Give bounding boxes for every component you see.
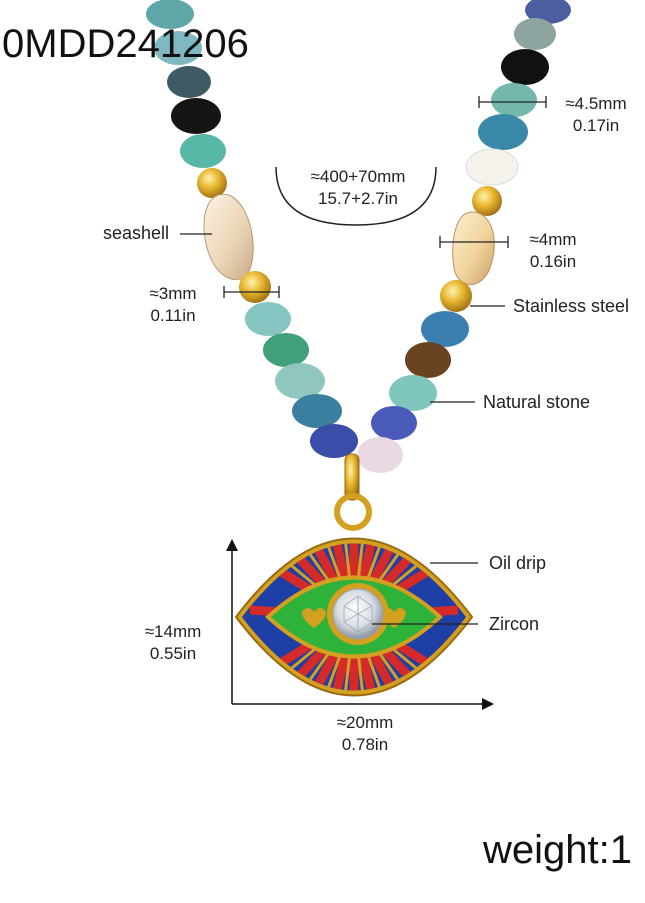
stone-bead (245, 302, 291, 336)
gold-bead (239, 271, 271, 303)
pendant-bail (334, 453, 372, 531)
stone-bead (465, 148, 519, 186)
stone-bead (310, 424, 358, 458)
stone-bead (371, 406, 417, 440)
stone-bead (292, 394, 342, 428)
pendant-height-inch: 0.55in (149, 644, 197, 663)
stone-bead (478, 114, 528, 150)
pendant-height-size: ≈14mm 0.55in (128, 621, 218, 665)
bead-large-inch: 0.17in (572, 116, 620, 135)
bead-large-mm: ≈4.5mm (565, 94, 627, 113)
stone-bead (154, 31, 202, 65)
stone-bead (357, 437, 403, 473)
gold-bead (472, 186, 502, 216)
seashell-bead (203, 193, 254, 281)
stone-bead (180, 134, 226, 168)
stone-bead (514, 18, 556, 50)
stone-bead (405, 342, 451, 378)
label-oil-drip: Oil drip (489, 553, 547, 573)
left-strand (146, 0, 358, 458)
seashell-bead (452, 211, 495, 285)
bead-shell-inch: 0.16in (529, 252, 577, 271)
length-inch: 15.7+2.7in (318, 189, 398, 208)
stone-bead (525, 0, 571, 24)
weight-label: weight:1 (483, 828, 632, 872)
product-code: 0MDD241206 (2, 22, 249, 66)
stone-bead (146, 0, 194, 29)
stone-bead (491, 83, 537, 117)
stone-bead (275, 363, 325, 399)
right-strand (357, 0, 571, 473)
length-arc (275, 166, 437, 226)
stone-bead (167, 66, 211, 98)
label-stainless-steel: Stainless steel (513, 296, 630, 316)
label-seashell: seashell (103, 223, 170, 243)
length-label: ≈400+70mm 15.7+2.7in (288, 166, 428, 210)
bead-small-mm: ≈3mm (149, 284, 197, 303)
heart-icon (302, 608, 326, 628)
bead-shell-mm: ≈4mm (529, 230, 577, 249)
pendant-width-inch: 0.78in (341, 735, 389, 754)
gold-bead (197, 168, 227, 198)
stone-bead (171, 98, 221, 134)
pendant-height-mm: ≈14mm (144, 622, 202, 641)
stone-bead (389, 375, 437, 411)
bead-small-inch: 0.11in (150, 306, 196, 325)
gold-bead (440, 280, 472, 312)
pendant-size-axes (226, 539, 494, 710)
pendant-width-size: ≈20mm 0.78in (315, 712, 415, 756)
stone-bead (501, 49, 549, 85)
bead-large-size: ≈4.5mm 0.17in (548, 93, 644, 137)
stone-bead (421, 311, 469, 347)
stone-bead (263, 333, 309, 367)
label-zircon: Zircon (489, 614, 540, 634)
length-mm: ≈400+70mm (310, 167, 406, 186)
label-natural-stone: Natural stone (483, 392, 591, 412)
dimension-markers (180, 96, 547, 625)
bead-small-size: ≈3mm 0.11in (128, 283, 218, 327)
pendant-width-mm: ≈20mm (336, 713, 394, 732)
bead-shell-size: ≈4mm 0.16in (508, 229, 598, 273)
